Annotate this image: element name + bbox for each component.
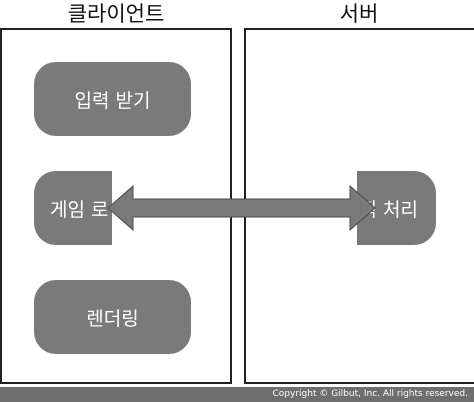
copyright-footer: Copyright © Gilbut, Inc. All rights rese… (0, 387, 474, 402)
double-arrow-shape (107, 184, 376, 232)
render-box-label: 렌더링 (86, 307, 139, 330)
render-box: 렌더링 (34, 280, 191, 354)
input-box: 입력 받기 (34, 62, 191, 136)
copyright-text: Copyright © Gilbut, Inc. All rights rese… (272, 389, 469, 399)
client-column-title: 클라이언트 (67, 2, 165, 26)
client-game-logic-label: 게임 로 (50, 198, 109, 221)
server-column-title: 서버 (339, 2, 379, 26)
input-box-label: 입력 받기 (74, 89, 151, 112)
client-game-logic-box: 게임 로 (34, 171, 112, 245)
server-game-logic-label: 직 처리 (359, 198, 418, 221)
